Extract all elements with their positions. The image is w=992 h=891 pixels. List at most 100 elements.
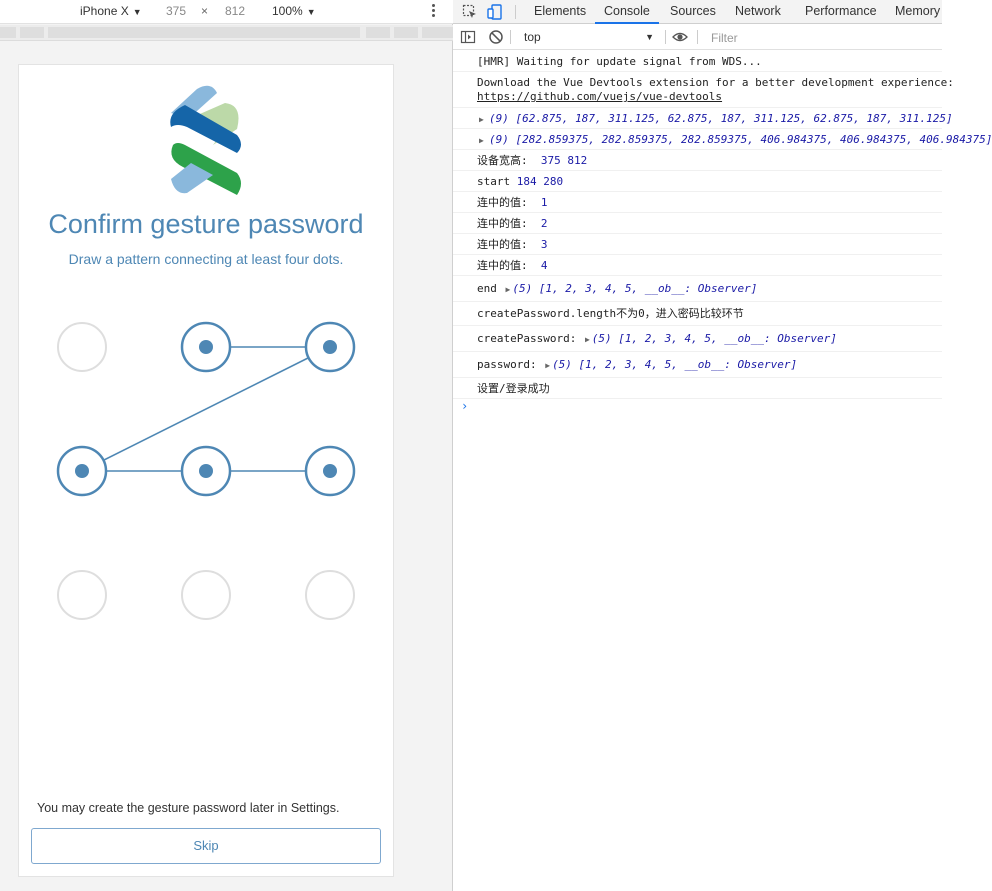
pattern-connector-line <box>81 346 331 472</box>
device-toolbar-toggle-icon[interactable] <box>487 4 503 20</box>
device-emulator-pane: iPhone X▼ 375 × 812 100%▼ Confirm gestur… <box>0 0 453 891</box>
device-select[interactable]: iPhone X▼ <box>80 4 142 18</box>
pattern-dot-5[interactable] <box>180 445 232 497</box>
log-line: 连中的值: 1 <box>453 192 942 213</box>
pattern-dot-center <box>199 340 213 354</box>
dimension-separator: × <box>201 4 209 18</box>
log-line: createPassword: ▶(5) [1, 2, 3, 4, 5, __o… <box>453 326 942 352</box>
page-subtitle: Draw a pattern connecting at least four … <box>68 251 344 267</box>
log-line: createPassword.length不为0，进入密码比较环节 <box>453 302 942 326</box>
log-line: 设备宽高: 375 812 <box>453 150 942 171</box>
pattern-dot-8[interactable] <box>181 570 231 620</box>
device-name: iPhone X <box>80 4 129 18</box>
pattern-dot-9[interactable] <box>305 570 355 620</box>
pattern-dot-2[interactable] <box>180 321 232 373</box>
tab-performance[interactable]: Performance <box>805 4 877 18</box>
ruler-segment[interactable] <box>422 27 453 38</box>
pattern-dot-6[interactable] <box>304 445 356 497</box>
log-line: 连中的值: 4 <box>453 255 942 276</box>
log-label: start <box>477 175 511 188</box>
log-label: 连中的值: <box>477 259 528 272</box>
page-title: Confirm gesture password <box>48 209 364 239</box>
pattern-dot-ring[interactable] <box>57 322 107 372</box>
array-preview[interactable]: (9) [62.875, 187, 311.125, 62.875, 187, … <box>489 112 953 125</box>
tab-sources[interactable]: Sources <box>670 4 716 18</box>
console-toolbar: top ▼ <box>453 25 942 50</box>
console-log: [HMR] Waiting for update signal from WDS… <box>453 51 992 891</box>
skip-button[interactable]: Skip <box>31 828 381 864</box>
log-number: 812 <box>567 154 588 167</box>
expand-triangle-icon[interactable]: ▶ <box>545 361 551 370</box>
array-preview[interactable]: (9) [282.859375, 282.859375, 282.859375,… <box>489 133 992 146</box>
console-prompt-icon: › <box>461 399 469 413</box>
expand-triangle-icon[interactable]: ▶ <box>479 115 484 124</box>
context-select[interactable]: top ▼ <box>516 28 658 46</box>
caret-down-icon: ▼ <box>132 7 142 17</box>
caret-down-icon: ▼ <box>306 7 316 17</box>
array-preview[interactable]: (5) [1, 2, 3, 4, 5, __ob__: Observer] <box>591 332 837 345</box>
expand-triangle-icon[interactable]: ▶ <box>505 285 511 294</box>
ruler-segment[interactable] <box>366 27 390 38</box>
toolbar-divider <box>510 30 511 44</box>
pattern-dot-ring[interactable] <box>305 570 355 620</box>
log-line: 连中的值: 2 <box>453 213 942 234</box>
pattern-dot-center <box>323 340 337 354</box>
tab-memory[interactable]: Memory <box>895 4 941 18</box>
log-label: password: <box>477 358 537 371</box>
console-prompt-row[interactable]: › <box>453 399 942 419</box>
log-label: end <box>477 282 497 295</box>
more-options-icon[interactable] <box>428 3 438 21</box>
log-text: createPassword.length不为0，进入密码比较环节 <box>477 307 744 320</box>
pattern-dot-center <box>199 464 213 478</box>
ruler-segment[interactable] <box>0 27 16 38</box>
phone-viewport: Confirm gesture password Draw a pattern … <box>18 64 394 877</box>
pattern-dot-ring[interactable] <box>181 570 231 620</box>
log-number: 2 <box>540 217 548 230</box>
log-line: password: ▶(5) [1, 2, 3, 4, 5, __ob__: O… <box>453 352 942 378</box>
array-preview[interactable]: (5) [1, 2, 3, 4, 5, __ob__: Observer] <box>552 358 798 371</box>
pattern-dot-1[interactable] <box>57 322 107 372</box>
toolbar-divider <box>665 30 666 44</box>
log-number: 375 <box>540 154 561 167</box>
device-width-input[interactable]: 375 <box>166 4 187 18</box>
log-line: end ▶(5) [1, 2, 3, 4, 5, __ob__: Observe… <box>453 276 942 302</box>
array-preview[interactable]: (5) [1, 2, 3, 4, 5, __ob__: Observer] <box>512 282 758 295</box>
toolbar-divider <box>697 30 698 44</box>
toolbar-divider <box>515 5 516 19</box>
log-line: ▶ (9) [62.875, 187, 311.125, 62.875, 187… <box>453 108 953 129</box>
devtools-tab-bar: Elements Console Sources Network Perform… <box>453 0 942 24</box>
pattern-dot-ring[interactable] <box>57 570 107 620</box>
log-number: 4 <box>540 259 548 272</box>
vue-devtools-link[interactable]: https://github.com/vuejs/vue-devtools <box>477 90 723 103</box>
ruler-segment[interactable] <box>48 27 360 38</box>
tab-network[interactable]: Network <box>735 4 781 18</box>
bank-logo-icon <box>170 85 241 195</box>
log-line: 连中的值: 3 <box>453 234 942 255</box>
live-expression-eye-icon[interactable] <box>672 29 688 45</box>
log-line: 设置/登录成功 <box>453 378 942 399</box>
tab-elements[interactable]: Elements <box>534 4 587 18</box>
log-line: ▶ (9) [282.859375, 282.859375, 282.85937… <box>453 129 992 150</box>
clear-console-icon[interactable] <box>488 29 504 45</box>
expand-triangle-icon[interactable]: ▶ <box>584 335 590 344</box>
ruler-segment[interactable] <box>394 27 418 38</box>
inspect-element-icon[interactable] <box>462 4 478 20</box>
device-height-input[interactable]: 812 <box>225 4 246 18</box>
log-number: 3 <box>540 238 548 251</box>
log-label: createPassword: <box>477 332 577 345</box>
filter-input[interactable] <box>705 28 941 47</box>
zoom-select[interactable]: 100%▼ <box>272 4 316 18</box>
pattern-dot-4[interactable] <box>56 445 108 497</box>
media-query-ruler <box>0 25 453 41</box>
log-number: 184 <box>516 175 537 188</box>
log-line: start 184 280 <box>453 171 942 192</box>
pattern-dot-center <box>75 464 89 478</box>
show-sidebar-icon[interactable] <box>460 29 476 45</box>
log-number: 280 <box>543 175 564 188</box>
gesture-pattern-pad[interactable] <box>19 297 393 637</box>
pattern-dot-3[interactable] <box>304 321 356 373</box>
expand-triangle-icon[interactable]: ▶ <box>479 136 484 145</box>
tab-console[interactable]: Console <box>595 0 659 24</box>
pattern-dot-7[interactable] <box>57 570 107 620</box>
ruler-segment[interactable] <box>20 27 44 38</box>
